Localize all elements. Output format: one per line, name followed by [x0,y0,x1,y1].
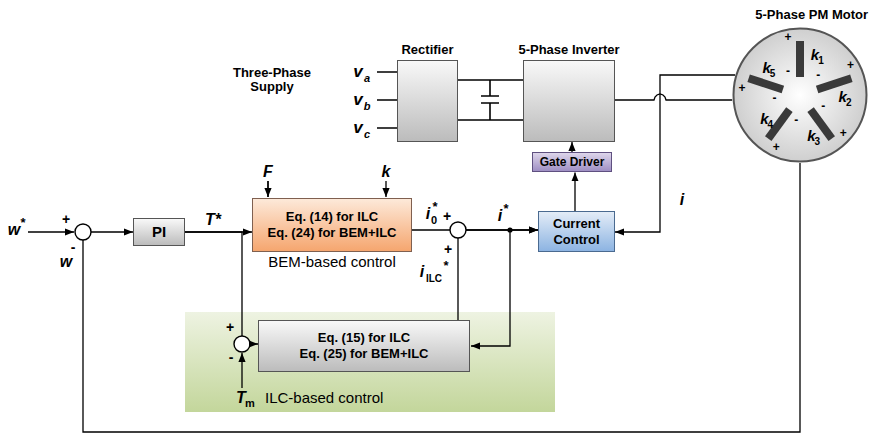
parameter-symbol: k [382,163,391,181]
subscript: c [364,128,370,140]
summing-junction [450,222,466,238]
winding-label: k [807,128,815,145]
polarity-sign: - [794,114,798,127]
polarity-sign: + [739,82,746,95]
subscript: 1 [818,55,824,66]
voltage-symbol: v [353,63,362,82]
subscript: a [364,72,370,84]
node-text: Eq. (25) for BEM+ILC [300,346,429,362]
polarity-sign: + [840,127,847,140]
winding-label: k [839,89,847,106]
subscript: 0 [431,214,437,226]
motor-outline [732,27,868,163]
signal-connector [458,79,523,80]
load-torque-arrow [241,353,242,388]
signal-connector [185,232,258,344]
parameter-symbol: F [263,163,273,181]
signal-connector [571,142,572,152]
sign-label: + [444,242,452,257]
signal-connector [574,172,575,211]
subscript: ILC [426,273,442,284]
current-control-box: Current Control [538,211,615,252]
signal-connector [615,75,735,232]
sign-label: + [62,212,70,227]
parameter-arrow [267,181,268,197]
superscript: * [443,259,448,273]
supply-label: Three-Phase Supply [227,66,317,95]
superscript: * [432,200,437,214]
supply-wire [377,72,397,128]
capacitor-symbol [481,80,499,120]
superscript: * [503,202,508,216]
polarity-sign: + [784,31,791,44]
motor-circle: 5-Phase PM Motor [732,27,868,163]
bem-control-box: Eq. (14) for ILCEq. (24) for BEM+ILCBEM-… [252,198,412,252]
node-heading: ILC-based control [265,389,383,407]
subscript: 5 [770,68,776,79]
winding-label: k [811,47,819,64]
band-background [185,312,555,412]
summing-junction [234,336,250,352]
subscript: m [245,397,255,409]
node-text: Gate Driver [540,155,605,169]
subscript: b [364,100,371,112]
voltage-symbol: v [353,119,362,138]
inverter-box: 5-Phase Inverter [523,60,615,142]
reference-arrow [28,231,74,232]
current-feedback-wire [471,230,510,346]
signal-connector [83,163,800,432]
rectifier-box: Rectifier [397,60,458,142]
node-heading: BEM-based control [268,253,396,271]
voltage-symbol: v [353,91,362,110]
motor-stator [734,29,867,162]
winding-label: k [762,60,770,77]
polarity-sign: + [773,142,780,155]
polarity-sign: - [816,70,820,83]
node-text: Eq. (24) for BEM+ILC [268,225,397,241]
polarity-sign: - [786,65,790,78]
ilc-equation-box: Eq. (15) for ILCEq. (25) for BEM+ILC [258,320,470,372]
parameter-arrow [268,181,386,197]
current-symbol: i [498,207,502,225]
torque-symbol: T [236,389,246,407]
signal-connector [615,94,732,100]
node-heading: 5-Phase Inverter [518,42,619,58]
subscript: 2 [846,96,852,107]
sign-label: - [229,350,234,365]
signal-label: T* [205,211,221,229]
phase-winding [796,41,804,77]
signal-connector [458,230,538,320]
polarity-sign: - [772,93,776,106]
sign-label: - [71,240,76,255]
node-heading: 5-Phase PM Motor [755,7,868,23]
winding-label: k [760,110,768,127]
phase-winding [768,110,789,139]
node-heading: Rectifier [401,42,453,58]
current-symbol: i [420,263,424,281]
current-symbol: i [426,205,430,223]
summing-junction [75,224,91,240]
node-text: PI [152,223,166,241]
gate-driver-box: Gate Driver [532,152,612,172]
subscript: 3 [815,136,821,147]
phase-winding [749,78,783,89]
speed-symbol: w [8,221,20,239]
speed-symbol: w [60,253,72,271]
polarity-sign: + [847,59,854,72]
superscript: * [20,216,25,230]
pi-controller-box: PI [133,218,185,246]
node-text: Current Control [544,216,610,247]
polarity-sign: - [821,100,825,113]
subscript: 4 [768,118,774,129]
node-text: Eq. (15) for ILC [318,330,410,346]
sign-label: + [226,320,234,335]
node-text: Eq. (14) for ILC [286,209,378,225]
signal-label: i [680,191,684,209]
sign-label: + [443,209,451,224]
